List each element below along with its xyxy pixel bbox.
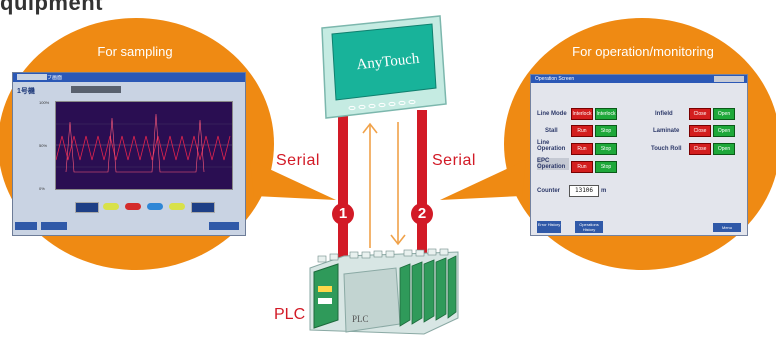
sampling-label: For sampling (97, 44, 173, 59)
trend-control-yellow-2[interactable] (169, 203, 185, 210)
touch-roll-open-button[interactable]: Open (713, 143, 735, 155)
laminate-close-button[interactable]: Close (689, 125, 711, 137)
trend-footer-btn-1[interactable] (15, 222, 37, 230)
trend-channel-label: 1号機 (17, 88, 35, 95)
op-row-label-epc-operation: EPC Operation (537, 158, 569, 170)
op-row-label-line-operation: Line Operation (537, 140, 566, 152)
counter-value: 13106 (569, 185, 599, 197)
trend-screen: トレンドグラフ画面 1号機 100% 50% 0% (12, 72, 246, 236)
cable-right (417, 110, 427, 270)
op-row-label-laminate: Laminate (653, 128, 680, 134)
infield-close-button[interactable]: Close (689, 108, 711, 120)
plc-body-text: PLC (352, 314, 369, 324)
counter-unit: m (601, 188, 607, 194)
plc-label: PLC (274, 306, 306, 323)
trend-control-blue[interactable] (147, 203, 163, 210)
trend-control-yellow[interactable] (103, 203, 119, 210)
trend-axis-bottom: 0% (39, 186, 45, 191)
trend-controls (75, 202, 215, 213)
op-row-label-stall: Stall (545, 128, 558, 134)
line-mode-interlock-btn-2[interactable]: Interlock (595, 108, 617, 120)
trend-control-rewind[interactable] (75, 202, 99, 213)
monitoring-bubble-pointer (440, 160, 526, 200)
op-row-label-line-mode: Line Mode (537, 111, 567, 117)
counter-label: Counter (537, 188, 560, 194)
op-row-label-touch-roll: Touch Roll (651, 146, 682, 152)
stall-run-button[interactable]: Run (571, 125, 593, 137)
operation-screen: Operation Screen Line Mode Interlock Int… (530, 74, 748, 236)
trend-graph-svg (55, 113, 232, 173)
line-mode-interlock-btn-1[interactable]: Interlock (571, 108, 593, 120)
menu-button[interactable]: Menu (713, 223, 741, 232)
trend-axis-mid: 50% (39, 143, 48, 148)
sampling-bubble-pointer (250, 160, 336, 200)
operations-history-button[interactable]: Operations History (575, 221, 603, 233)
operation-screen-titlebar: Operation Screen (531, 75, 747, 83)
connection-marker-2: 2 (411, 203, 433, 225)
line-operation-stop-button[interactable]: Stop (595, 143, 617, 155)
trend-footer-btn-menu[interactable] (209, 222, 239, 230)
epc-operation-stop-button[interactable]: Stop (595, 161, 617, 173)
line-operation-run-button[interactable]: Run (571, 143, 593, 155)
infield-open-button[interactable]: Open (713, 108, 735, 120)
serial-label-right: Serial (432, 152, 476, 169)
hmi-device (321, 15, 447, 119)
trend-header-strip (71, 86, 121, 93)
epc-operation-run-button[interactable]: Run (571, 161, 593, 173)
trend-screen-titlebar: トレンドグラフ画面 (13, 73, 245, 82)
data-flow-arrows (362, 122, 406, 248)
monitoring-label: For operation/monitoring (572, 44, 714, 59)
trend-footer-btn-2[interactable] (41, 222, 67, 230)
stall-stop-button[interactable]: Stop (595, 125, 617, 137)
error-history-button[interactable]: Error History (537, 221, 561, 233)
page-title-fragment: quipment (0, 0, 103, 15)
connection-marker-1: 1 (332, 203, 354, 225)
trend-control-red[interactable] (125, 203, 141, 210)
operation-screen-title: Operation Screen (535, 76, 575, 82)
op-row-label-infield: Infield (655, 111, 673, 117)
trend-control-forward[interactable] (191, 202, 215, 213)
laminate-open-button[interactable]: Open (713, 125, 735, 137)
serial-label-left: Serial (276, 152, 320, 169)
trend-graph (55, 101, 233, 190)
trend-axis-top: 100% (39, 100, 50, 105)
cable-left (338, 110, 348, 270)
touch-roll-close-button[interactable]: Close (689, 143, 711, 155)
plc-device (309, 248, 459, 335)
